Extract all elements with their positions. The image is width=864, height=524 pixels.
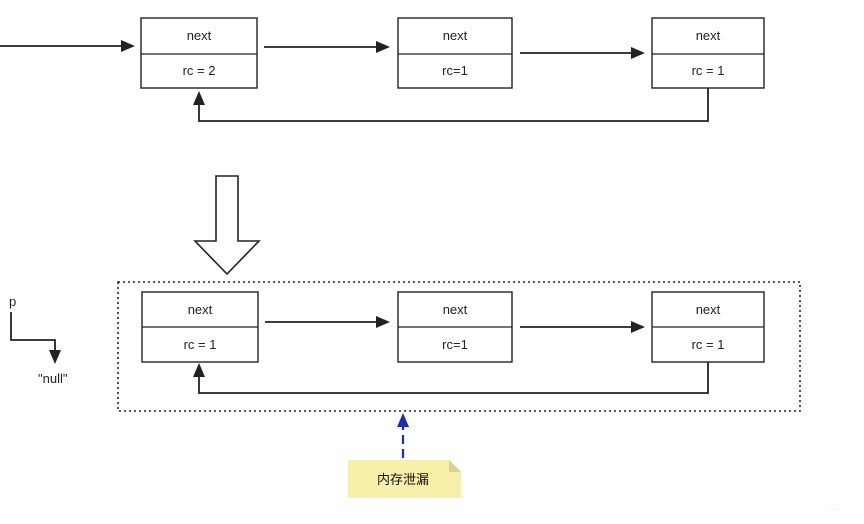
- before-node-1-rc-label: rc = 2: [183, 63, 216, 78]
- pointer-p-arrowhead: [49, 350, 61, 364]
- after-edge-2-to-3-arrowhead: [631, 321, 645, 333]
- pointer-p-label: p: [9, 294, 16, 309]
- before-node-1-next-label: next: [187, 28, 212, 43]
- memory-leak-note-text: 内存泄漏: [377, 472, 429, 488]
- before-list: next rc = 2 next rc=1 next rc = 1: [0, 17, 765, 122]
- before-node-3-rc-label: rc = 1: [692, 63, 725, 78]
- pointer-null-label: "null": [38, 371, 68, 386]
- incoming-pointer-arrowhead: [121, 40, 135, 52]
- before-edge-1-to-2-arrowhead: [376, 41, 390, 53]
- corner-watermark-mark: · · ·: [826, 505, 838, 514]
- after-node-1-rc-label: rc = 1: [184, 337, 217, 352]
- before-node-3: next rc = 1: [651, 17, 765, 89]
- before-back-edge-3-to-1: [198, 88, 709, 122]
- before-edge-2-to-3-arrowhead: [631, 47, 645, 59]
- down-arrow-icon: [193, 175, 261, 276]
- after-node-2-rc-label: rc=1: [442, 337, 468, 352]
- before-node-2-rc-label: rc=1: [442, 63, 468, 78]
- after-edge-1-to-2-arrowhead: [376, 316, 390, 328]
- memory-leak-note: 内存泄漏: [348, 460, 461, 498]
- before-node-2: next rc=1: [397, 17, 513, 89]
- after-back-edge-3-to-1: [198, 362, 709, 394]
- before-node-2-next-label: next: [443, 28, 468, 43]
- after-node-2: next rc=1: [397, 291, 513, 363]
- before-node-1: next rc = 2: [140, 17, 258, 89]
- after-list: next rc = 1 next rc=1 next rc = 1: [141, 291, 765, 394]
- after-node-3-rc-label: rc = 1: [692, 337, 725, 352]
- leak-pointer-arrowhead: [397, 413, 409, 427]
- after-node-1-next-label: next: [188, 302, 213, 317]
- before-back-edge-arrowhead: [193, 91, 205, 105]
- pointer-p-edge: [10, 312, 56, 352]
- after-node-2-next-label: next: [443, 302, 468, 317]
- after-node-3: next rc = 1: [651, 291, 765, 363]
- after-node-3-next-label: next: [696, 302, 721, 317]
- after-back-edge-arrowhead: [193, 363, 205, 377]
- after-pointer: p "null": [9, 294, 68, 386]
- leaked-cycle-boundary: [117, 281, 801, 412]
- after-node-1: next rc = 1: [141, 291, 259, 363]
- memory-leak-annotation: 内存泄漏: [348, 413, 461, 498]
- before-node-3-next-label: next: [696, 28, 721, 43]
